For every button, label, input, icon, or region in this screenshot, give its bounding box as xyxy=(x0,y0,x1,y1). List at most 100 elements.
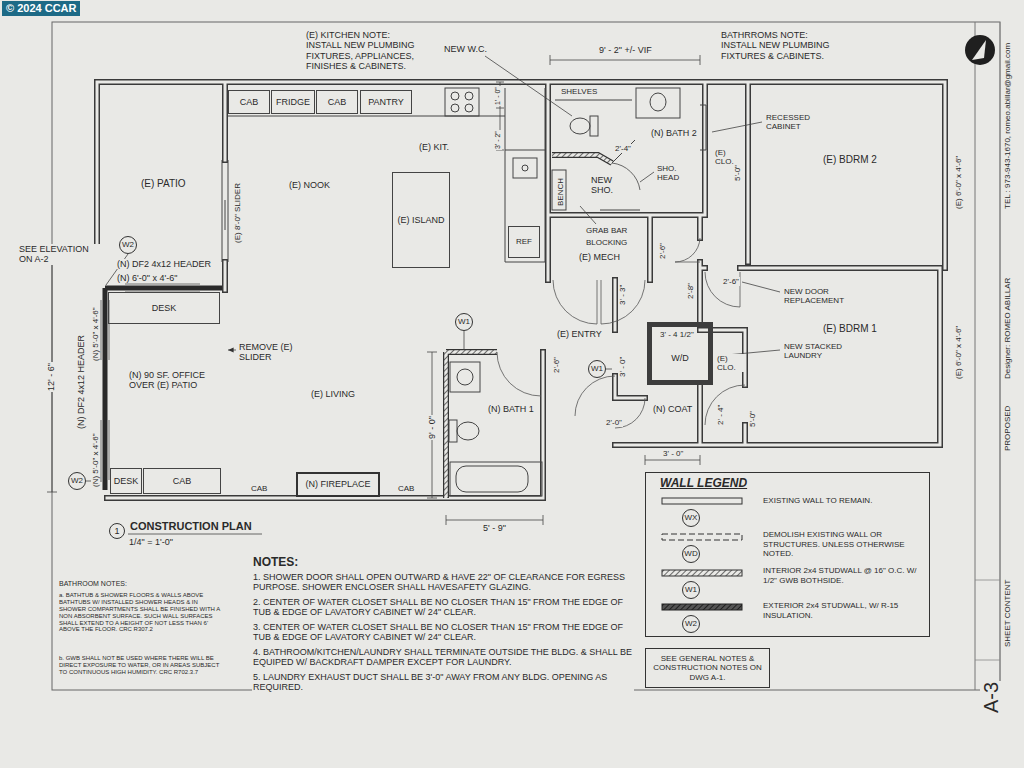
note-text: 2. CENTER OF WATER CLOSET SHALL BE NO CL… xyxy=(252,597,634,618)
callout-number: WX xyxy=(685,513,698,522)
vertical-label: 1' - 0" xyxy=(494,86,502,106)
plan-label: (E) CLO. xyxy=(716,354,746,372)
plan-label: RECESSED CABINET xyxy=(765,113,827,131)
plan-label: CAB xyxy=(250,484,268,493)
callout-circle: W2 xyxy=(119,236,137,254)
callout-number: W2 xyxy=(685,619,697,628)
plan-label: (N) COAT xyxy=(652,404,693,414)
box-text: DESK xyxy=(114,476,139,486)
callout-number: W2 xyxy=(71,476,83,485)
plan-label: CAB xyxy=(397,484,415,493)
plan-label: (N) DF2 4x12 HEADER xyxy=(116,259,212,269)
vertical-label: 12' - 6" xyxy=(46,362,56,392)
plan-label: NEW STACKED LAUNDRY xyxy=(783,342,867,360)
plan-label: (E) BDRM 1 xyxy=(822,323,878,335)
vertical-label: 2'-6" xyxy=(552,356,561,374)
box-text: (E) ISLAND xyxy=(397,215,444,225)
plan-label: 2'-6" xyxy=(722,277,740,286)
vertical-label: 3' - 3" xyxy=(618,284,627,306)
legend-text: EXISTING WALL TO REMAIN. xyxy=(763,496,923,506)
copyright-watermark: © 2024 CCAR xyxy=(2,1,80,16)
legend-text: DEMOLISH EXISTING WALL OR STRUCTURES. UN… xyxy=(763,530,923,559)
fridge-box: FRIDGE xyxy=(271,90,315,114)
plan-label: 5' - 9" xyxy=(482,523,507,533)
callout-number: 1 xyxy=(114,526,119,536)
plan-label: SEE ELEVATION ON A-2 xyxy=(18,244,100,265)
note-text: 1. SHOWER DOOR SHALL OPEN OUTWARD & HAVE… xyxy=(252,572,634,593)
callout-circle: W1 xyxy=(682,581,700,599)
vertical-label: 2'-8" xyxy=(686,282,695,300)
vertical-label: A-3 xyxy=(980,681,1003,714)
box-text: FRIDGE xyxy=(276,97,310,107)
vertical-label: 5'-0" xyxy=(748,410,757,428)
legend-text: INTERIOR 2x4 STUDWALL @ 16" O.C. W/ 1/2"… xyxy=(763,566,923,585)
callout-circle: W2 xyxy=(68,472,86,490)
plan-label: (N) BATH 2 xyxy=(650,128,698,138)
plan-label: 1/4" = 1'-0" xyxy=(128,537,174,547)
plan-label: (N) 90 SF. OFFICE OVER (E) PATIO xyxy=(128,370,222,391)
plan-label: NEW W.C. xyxy=(443,44,488,54)
plan-label: (N) BATH 1 xyxy=(487,404,535,414)
vertical-label: BENCH xyxy=(556,177,565,207)
box-text: W/D xyxy=(671,353,689,363)
plan-label: (E) NOOK xyxy=(288,180,331,190)
fireplace-box: (N) FIREPLACE xyxy=(296,472,380,497)
box-text: REF xyxy=(516,237,532,246)
desk-box: DESK xyxy=(110,468,142,494)
plan-label: 3' - 0" xyxy=(662,449,684,458)
note-text: a. BATHTUB & SHOWER FLOORS & WALLS ABOVE… xyxy=(58,592,225,633)
vertical-label: 9' - 0" xyxy=(427,415,437,440)
vertical-label: 3' - 0" xyxy=(618,356,627,378)
callout-number: W1 xyxy=(591,364,603,373)
refrigerator-box: REF xyxy=(508,226,540,258)
callout-number: W1 xyxy=(458,317,470,326)
callout-number: W2 xyxy=(122,240,134,249)
box-text: CAB xyxy=(240,97,259,107)
box-text: DESK xyxy=(152,303,177,313)
vertical-label: (N) DF2 4x12 HEADER xyxy=(76,334,86,430)
callout-circle: WX xyxy=(682,509,700,527)
vertical-label: TEL : 973-943-1670, romeo.abillar@gmail.… xyxy=(1003,42,1012,210)
vertical-label: (E) 8'-0" SLIDER xyxy=(233,182,242,244)
plan-label: (E) KIT. xyxy=(418,142,450,152)
note-text: 4. BATHROOM/KITCHEN/LAUNDRY SHALL TERMIN… xyxy=(252,647,634,668)
legend-title: WALL LEGEND xyxy=(660,476,747,490)
plan-label: SHELVES xyxy=(560,87,598,96)
plan-label: (N) 6'-0" x 4'-6" xyxy=(116,273,178,283)
note-text: 5. LAUNDRY EXHAUST DUCT SHALL BE 3'-0" A… xyxy=(252,672,634,693)
vertical-label: (N) 5'-0" x 4'-6" xyxy=(91,306,100,362)
plan-label: BATHROOM NOTES: xyxy=(58,580,128,588)
box-text: (N) FIREPLACE xyxy=(305,479,370,489)
plan-label: SHO. HEAD xyxy=(656,164,698,182)
vertical-label: 2'-6" xyxy=(658,242,667,260)
callout-number: WD xyxy=(684,549,697,558)
plan-label: (E) PATIO xyxy=(140,178,187,190)
vertical-label: (E) 6'-0" x 4'-6" xyxy=(954,325,963,380)
island-box: (E) ISLAND xyxy=(392,172,450,268)
callout-circle: W2 xyxy=(682,615,700,633)
vertical-label: (N) 5'-0" x 4'-6" xyxy=(91,432,100,488)
note-box: SEE GENERAL NOTES & CONSTRUCTION NOTES O… xyxy=(645,648,770,688)
plan-label: BATHRROMS NOTE: INSTALL NEW PLUMBING FIX… xyxy=(720,30,834,61)
plan-label: REMOVE (E) SLIDER xyxy=(238,342,310,363)
plan-label: NOTES: xyxy=(252,556,299,570)
pantry-box: PANTRY xyxy=(360,90,412,114)
cabinet-box: CAB xyxy=(228,90,270,114)
vertical-label: 5'-0" xyxy=(733,164,742,182)
callout-circle: W1 xyxy=(588,360,606,378)
vertical-label: (E) 6'-0" x 4'-6" xyxy=(954,155,963,210)
plan-label: 2'-0" xyxy=(605,418,623,427)
box-text: PANTRY xyxy=(368,97,404,107)
callout-circle: W1 xyxy=(455,313,473,331)
note-text: 3. CENTER OF WATER CLOSET SHALL BE NO CL… xyxy=(252,622,634,643)
box-text: SEE GENERAL NOTES & CONSTRUCTION NOTES O… xyxy=(652,654,763,682)
plan-label: BLOCKING xyxy=(585,238,628,247)
drawing-title: CONSTRUCTION PLAN xyxy=(130,520,252,532)
plan-label: NEW DOOR REPLACEMENT xyxy=(783,287,885,305)
callout-circle: 1 xyxy=(109,523,125,539)
vertical-label: 2' - 4" xyxy=(716,404,725,426)
plan-label: (E) BDRM 2 xyxy=(822,154,878,166)
box-text: CAB xyxy=(328,97,347,107)
callout-number: W1 xyxy=(685,585,697,594)
box-text: CAB xyxy=(173,476,192,486)
